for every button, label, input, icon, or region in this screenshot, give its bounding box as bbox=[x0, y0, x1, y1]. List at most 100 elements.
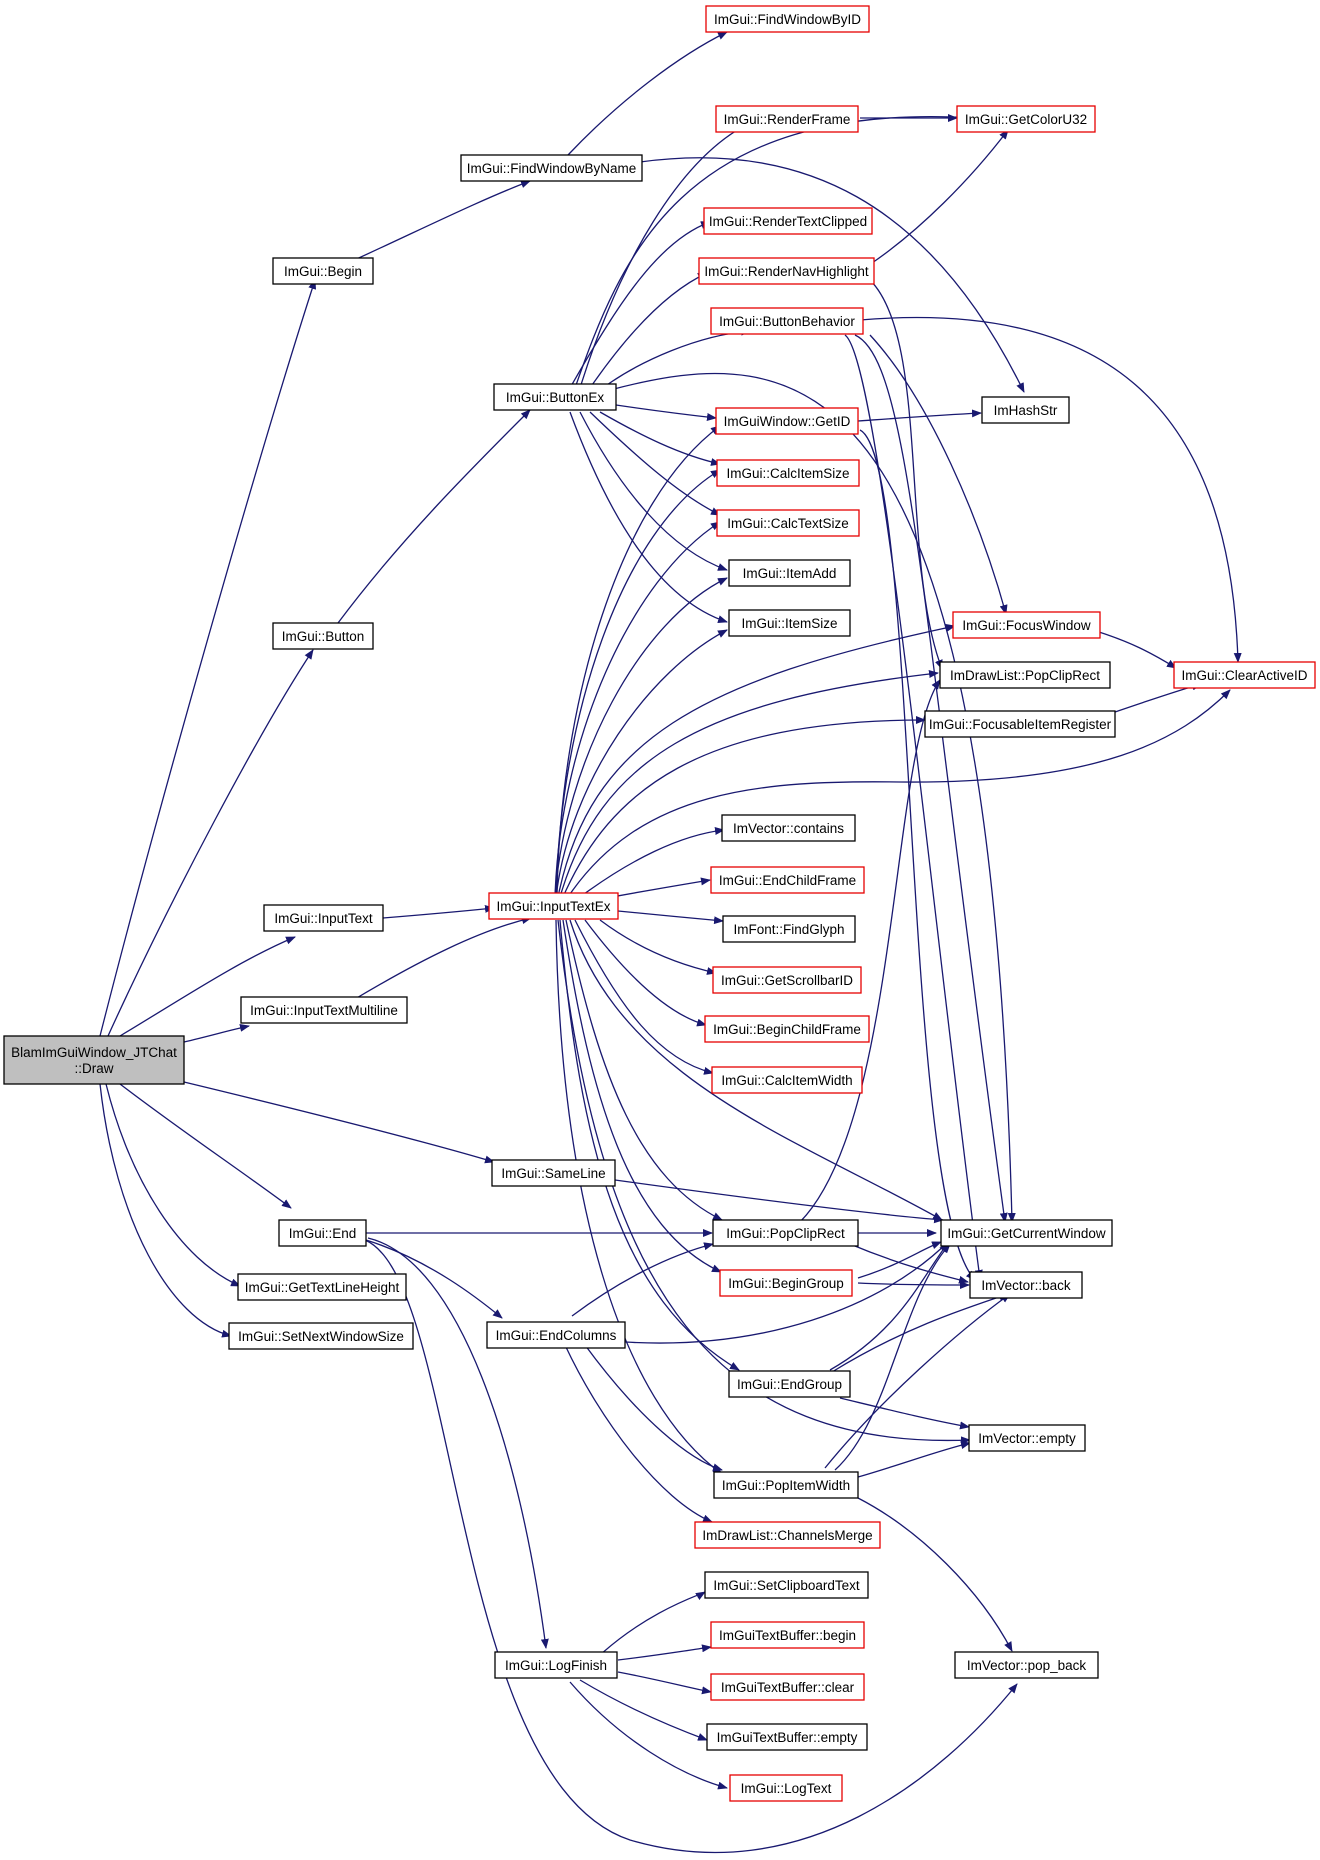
node-buttonbehavior[interactable]: ImGui::ButtonBehavior bbox=[710, 307, 864, 335]
node-begingroup[interactable]: ImGui::BeginGroup bbox=[719, 1269, 853, 1297]
node-box[interactable] bbox=[240, 996, 408, 1024]
node-clearactiveid[interactable]: ImGui::ClearActiveID bbox=[1173, 661, 1316, 689]
node-box[interactable] bbox=[940, 1219, 1113, 1247]
node-box[interactable] bbox=[488, 892, 619, 920]
node-getcoloru32[interactable]: ImGui::GetColorU32 bbox=[956, 105, 1096, 133]
node-findwindowbyname[interactable]: ImGui::FindWindowByName bbox=[460, 154, 643, 182]
node-endgroup[interactable]: ImGui::EndGroup bbox=[728, 1370, 851, 1398]
node-drawlistpopcliprect[interactable]: ImDrawList::PopClipRect bbox=[939, 661, 1111, 689]
node-rendernavhighlight[interactable]: ImGui::RenderNavHighlight bbox=[698, 257, 875, 285]
node-box[interactable] bbox=[728, 1370, 851, 1398]
node-box[interactable] bbox=[968, 1424, 1086, 1452]
node-vectorpopback[interactable]: ImVector::pop_back bbox=[954, 1651, 1099, 1679]
node-box[interactable] bbox=[719, 1269, 853, 1297]
node-box[interactable] bbox=[710, 307, 864, 335]
node-findwindowbyid[interactable]: ImGui::FindWindowByID bbox=[705, 5, 870, 33]
node-vectorback[interactable]: ImVector::back bbox=[969, 1271, 1083, 1299]
node-box[interactable] bbox=[924, 710, 1116, 738]
node-box[interactable] bbox=[954, 1651, 1099, 1679]
node-box[interactable] bbox=[729, 1774, 843, 1802]
node-box[interactable] bbox=[969, 1271, 1083, 1299]
node-box[interactable] bbox=[706, 1723, 868, 1751]
node-box[interactable] bbox=[705, 5, 870, 33]
node-buttonex[interactable]: ImGui::ButtonEx bbox=[493, 383, 617, 411]
node-box[interactable] bbox=[721, 814, 856, 842]
node-itemadd[interactable]: ImGui::ItemAdd bbox=[728, 559, 851, 587]
node-box[interactable] bbox=[228, 1322, 414, 1350]
node-rendertextclipped[interactable]: ImGui::RenderTextClipped bbox=[703, 207, 873, 235]
node-box[interactable] bbox=[956, 105, 1096, 133]
node-focusableitemregister[interactable]: ImGui::FocusableItemRegister bbox=[924, 710, 1116, 738]
node-vectorcontains[interactable]: ImVector::contains bbox=[721, 814, 856, 842]
node-renderframe[interactable]: ImGui::RenderFrame bbox=[715, 105, 859, 133]
node-focuswindow[interactable]: ImGui::FocusWindow bbox=[952, 611, 1101, 639]
node-vectorempty[interactable]: ImVector::empty bbox=[968, 1424, 1086, 1452]
node-box[interactable] bbox=[715, 407, 859, 435]
node-box[interactable] bbox=[952, 611, 1101, 639]
node-box[interactable] bbox=[237, 1273, 407, 1301]
node-root[interactable]: BlamImGuiWindow_JTChat::Draw bbox=[3, 1035, 185, 1085]
node-channelsmerge[interactable]: ImDrawList::ChannelsMerge bbox=[694, 1521, 881, 1549]
node-button[interactable]: ImGui::Button bbox=[272, 622, 374, 650]
node-calctextsize[interactable]: ImGui::CalcTextSize bbox=[716, 509, 860, 537]
node-box[interactable] bbox=[710, 866, 865, 894]
node-box[interactable] bbox=[712, 1219, 859, 1247]
node-setnextwindowsize[interactable]: ImGui::SetNextWindowSize bbox=[228, 1322, 414, 1350]
node-getcurrentwindow[interactable]: ImGui::GetCurrentWindow bbox=[940, 1219, 1113, 1247]
node-imhashstr[interactable]: ImHashStr bbox=[981, 396, 1070, 424]
node-box[interactable] bbox=[494, 1651, 618, 1679]
node-box[interactable] bbox=[694, 1521, 881, 1549]
node-box[interactable] bbox=[939, 661, 1111, 689]
node-box[interactable] bbox=[713, 1471, 859, 1499]
node-sameline[interactable]: ImGui::SameLine bbox=[491, 1159, 616, 1187]
node-gettextlineheight[interactable]: ImGui::GetTextLineHeight bbox=[237, 1273, 407, 1301]
node-end[interactable]: ImGui::End bbox=[278, 1219, 367, 1247]
node-logtext[interactable]: ImGui::LogText bbox=[729, 1774, 843, 1802]
node-box[interactable] bbox=[703, 207, 873, 235]
node-logfinish[interactable]: ImGui::LogFinish bbox=[494, 1651, 618, 1679]
node-box[interactable] bbox=[710, 1621, 865, 1649]
node-box[interactable] bbox=[722, 915, 856, 943]
node-inputtext[interactable]: ImGui::InputText bbox=[263, 904, 384, 932]
node-inputtextex[interactable]: ImGui::InputTextEx bbox=[488, 892, 619, 920]
node-box[interactable] bbox=[728, 609, 851, 637]
node-box[interactable] bbox=[704, 1015, 870, 1043]
node-calcitemwidth[interactable]: ImGui::CalcItemWidth bbox=[711, 1066, 863, 1094]
node-beginchildframe[interactable]: ImGui::BeginChildFrame bbox=[704, 1015, 870, 1043]
node-box[interactable] bbox=[711, 1066, 863, 1094]
node-calcitemsize[interactable]: ImGui::CalcItemSize bbox=[716, 459, 860, 487]
node-popitemwidth[interactable]: ImGui::PopItemWidth bbox=[713, 1471, 859, 1499]
node-getscrollbarid[interactable]: ImGui::GetScrollbarID bbox=[712, 966, 862, 994]
node-box[interactable] bbox=[1173, 661, 1316, 689]
node-fontfindglyph[interactable]: ImFont::FindGlyph bbox=[722, 915, 856, 943]
node-box[interactable] bbox=[272, 257, 374, 285]
node-box[interactable] bbox=[491, 1159, 616, 1187]
node-box[interactable] bbox=[704, 1571, 869, 1599]
node-box[interactable] bbox=[715, 105, 859, 133]
node-box[interactable] bbox=[460, 154, 643, 182]
node-textbufferclear[interactable]: ImGuiTextBuffer::clear bbox=[710, 1673, 865, 1701]
node-box[interactable] bbox=[493, 383, 617, 411]
node-itemsize[interactable]: ImGui::ItemSize bbox=[728, 609, 851, 637]
node-textbufferbegin[interactable]: ImGuiTextBuffer::begin bbox=[710, 1621, 865, 1649]
node-endchildframe[interactable]: ImGui::EndChildFrame bbox=[710, 866, 865, 894]
node-box[interactable] bbox=[716, 459, 860, 487]
node-box[interactable] bbox=[712, 966, 862, 994]
node-box[interactable] bbox=[3, 1035, 185, 1085]
node-popcliprect[interactable]: ImGui::PopClipRect bbox=[712, 1219, 859, 1247]
node-inputtextml[interactable]: ImGui::InputTextMultiline bbox=[240, 996, 408, 1024]
node-box[interactable] bbox=[486, 1321, 626, 1349]
node-endcolumns[interactable]: ImGui::EndColumns bbox=[486, 1321, 626, 1349]
node-box[interactable] bbox=[278, 1219, 367, 1247]
node-windowgetid[interactable]: ImGuiWindow::GetID bbox=[715, 407, 859, 435]
node-box[interactable] bbox=[698, 257, 875, 285]
node-box[interactable] bbox=[263, 904, 384, 932]
node-box[interactable] bbox=[716, 509, 860, 537]
node-box[interactable] bbox=[728, 559, 851, 587]
node-box[interactable] bbox=[710, 1673, 865, 1701]
node-setclipboardtext[interactable]: ImGui::SetClipboardText bbox=[704, 1571, 869, 1599]
node-begin[interactable]: ImGui::Begin bbox=[272, 257, 374, 285]
node-box[interactable] bbox=[981, 396, 1070, 424]
node-textbufferempty[interactable]: ImGuiTextBuffer::empty bbox=[706, 1723, 868, 1751]
node-box[interactable] bbox=[272, 622, 374, 650]
